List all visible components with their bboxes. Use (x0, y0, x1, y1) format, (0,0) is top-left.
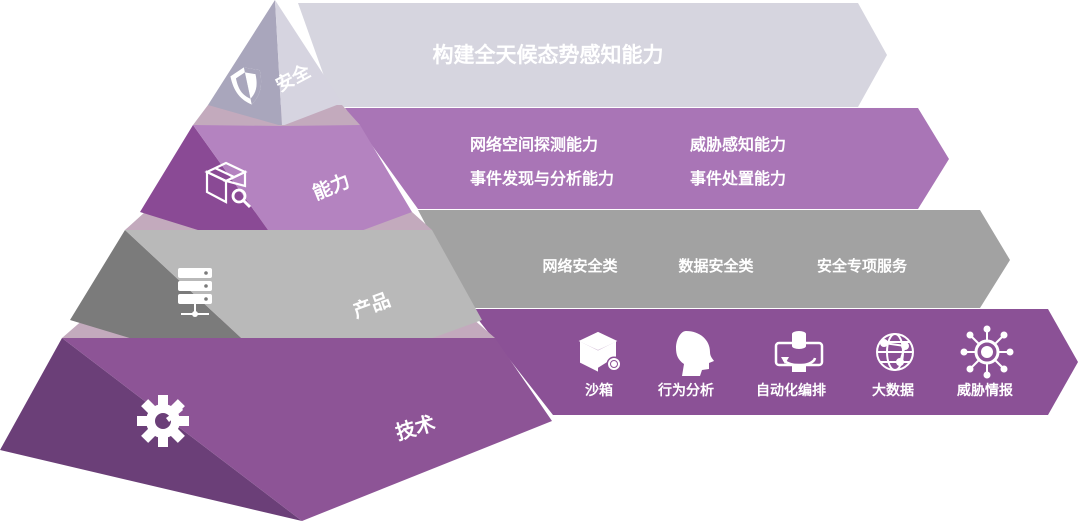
tech-item-behavior: 行为分析 (657, 331, 714, 399)
capability-item: 事件发现与分析能力 (470, 169, 614, 188)
virus-threat-icon (960, 325, 1014, 379)
banner-capability (345, 108, 949, 209)
gear-icon (137, 395, 189, 447)
tier-capability-right-face (193, 125, 412, 258)
banner-product (418, 210, 1010, 308)
tier-security: 安全 (208, 0, 342, 126)
shield-icon (230, 67, 262, 105)
product-item: 安全专项服务 (817, 257, 908, 275)
box-search-icon (204, 161, 252, 209)
server-icon (178, 268, 212, 317)
tech-item-label: 威胁情报 (957, 382, 1013, 399)
banner-security-title: 构建全天候态势感知能力 (433, 43, 664, 67)
tech-item-label: 行为分析 (657, 382, 714, 399)
banner-security (298, 3, 887, 107)
sandbox-icon (578, 331, 622, 372)
product-item: 数据安全类 (678, 257, 754, 275)
tier-capability-left-face (140, 125, 288, 258)
capability-item: 威胁感知能力 (690, 135, 786, 154)
tier-capability: 能力 (140, 125, 412, 258)
tech-item-threat-intel: 威胁情报 (957, 325, 1014, 399)
tech-item-bigdata: 大数据 (872, 333, 914, 399)
capability-item: 网络空间探测能力 (470, 135, 598, 154)
product-item: 网络安全类 (542, 257, 618, 275)
tier-technology: 技术 (0, 338, 552, 521)
capability-item: 事件处置能力 (690, 169, 786, 188)
globe-network-icon (876, 333, 914, 371)
tier-capability-top-face (193, 125, 360, 126)
head-profile-icon (676, 331, 714, 376)
tech-item-label: 自动化编排 (756, 382, 826, 399)
banner-technology (470, 309, 1078, 415)
tech-item-automation: 自动化编排 (756, 331, 826, 399)
tier-security-left-face (208, 0, 282, 126)
tech-item-label: 大数据 (872, 382, 914, 399)
tier-technology-right-face (62, 338, 552, 521)
automation-icon (774, 331, 824, 372)
tech-item-sandbox: 沙箱 (578, 331, 622, 399)
tech-item-label: 沙箱 (585, 382, 613, 399)
tier-security-right-face (275, 0, 342, 126)
